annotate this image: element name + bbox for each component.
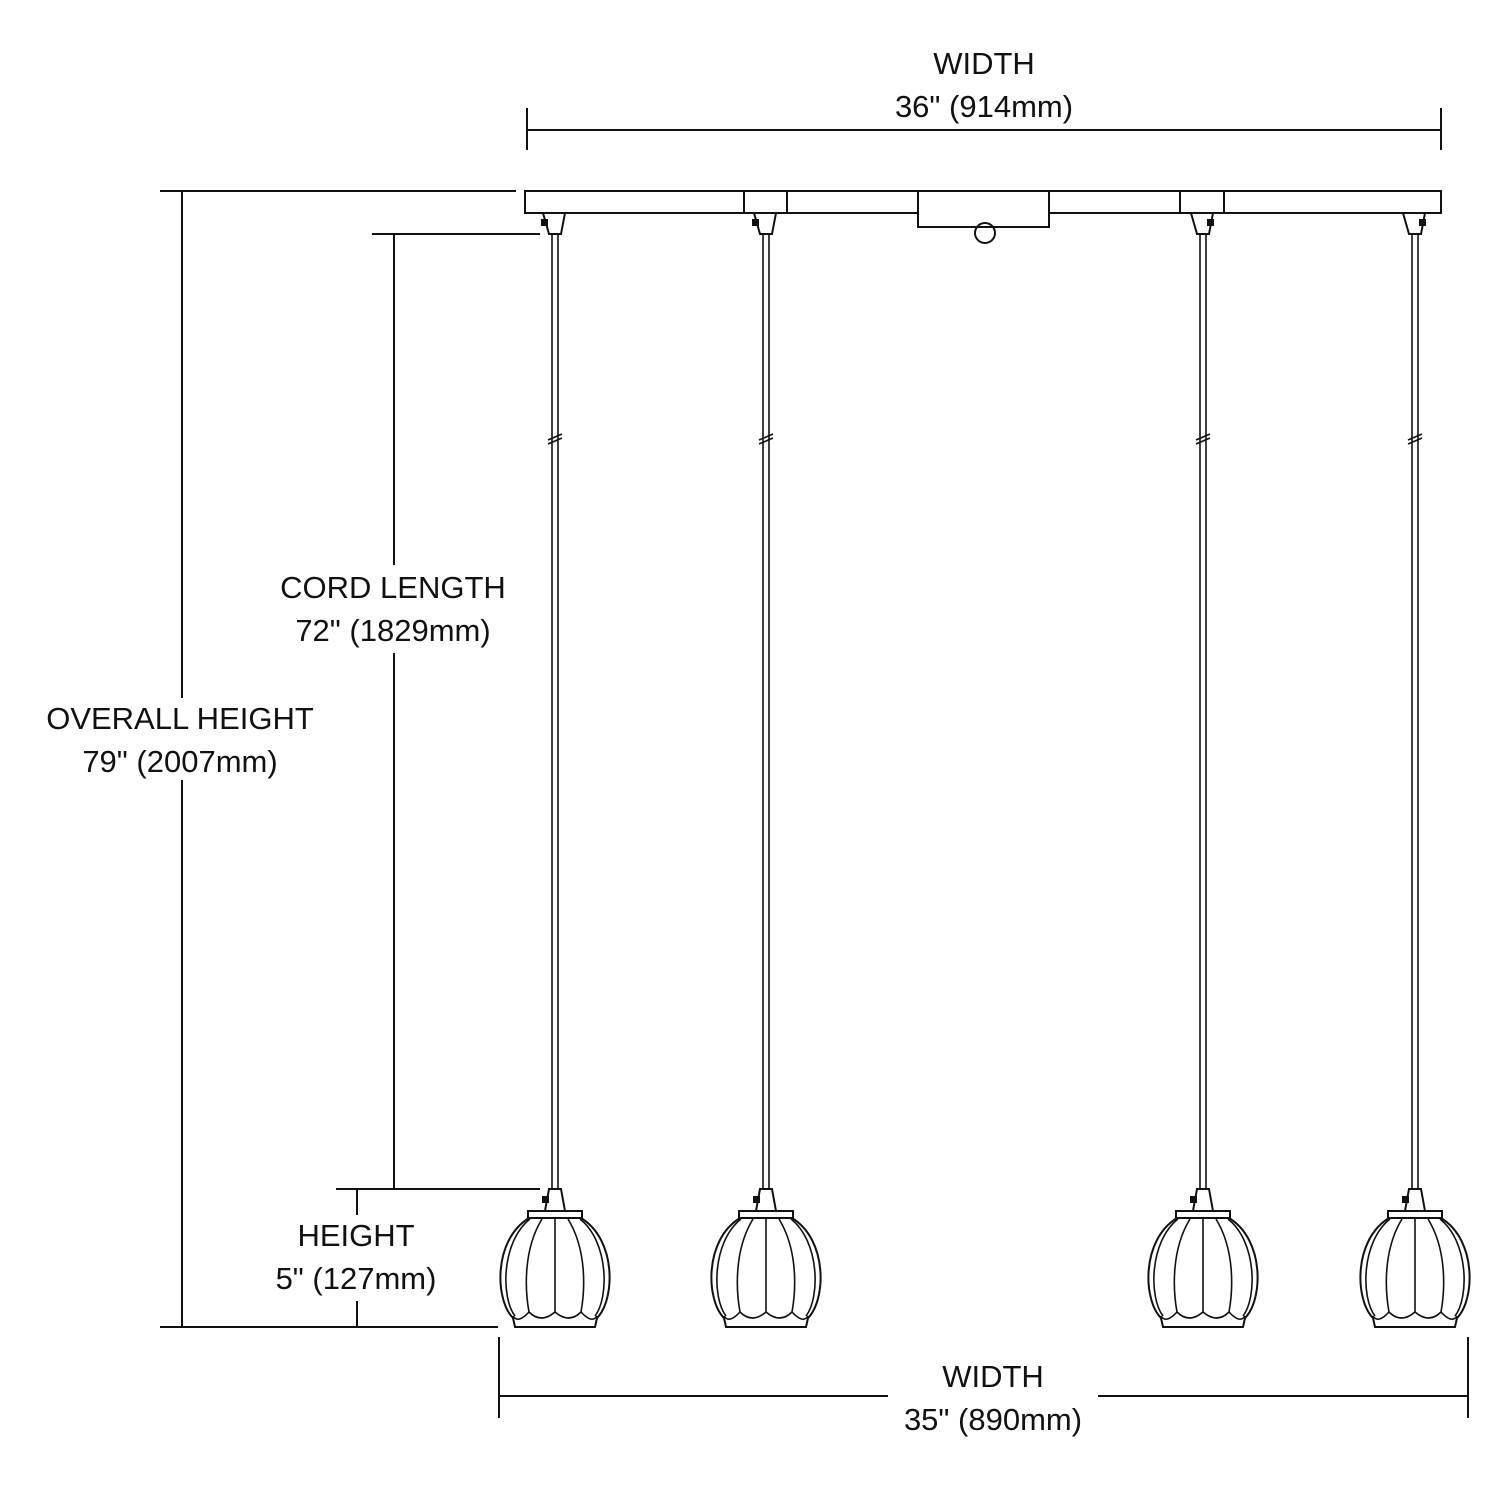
- top-width-label: WIDTH: [933, 46, 1035, 81]
- shade-fitter: [738, 1210, 794, 1219]
- set-screw: [1419, 219, 1426, 226]
- shade-rib: [567, 1218, 585, 1313]
- overall-height-dimension: OVERALL HEIGHT 79" (2007mm): [46, 190, 516, 1328]
- cord-break-mark: [1195, 437, 1211, 445]
- bottom-width-label: WIDTH: [942, 1359, 1044, 1394]
- canopy-mount: [1179, 190, 1225, 214]
- shade-fitter: [527, 1210, 583, 1219]
- cord-socket: [541, 212, 567, 235]
- cord-break-mark: [1195, 433, 1211, 441]
- top-width-value: 36" (914mm): [895, 89, 1073, 124]
- shade-contour: [579, 1218, 605, 1317]
- shade-scallop: [1372, 1310, 1458, 1320]
- bottom-width-value: 35" (890mm): [904, 1402, 1082, 1437]
- shade-contour: [1439, 1218, 1465, 1317]
- set-screw: [1402, 1196, 1409, 1203]
- set-screw: [752, 219, 759, 226]
- cord-break-mark: [547, 437, 563, 445]
- shade-rib: [1173, 1218, 1191, 1313]
- canopy-junction-box: [917, 190, 1050, 228]
- cord-break-mark: [547, 433, 563, 441]
- shade-contour: [1153, 1218, 1179, 1317]
- bottom-width-dimension: WIDTH 35" (890mm): [498, 1337, 1469, 1437]
- canopy-screw-knob: [974, 222, 996, 244]
- canopy-mount: [743, 190, 788, 214]
- cord-break-mark: [1407, 433, 1423, 441]
- shade-contour: [505, 1218, 531, 1317]
- pendant-1: [499, 212, 611, 1328]
- shade-rib: [1215, 1218, 1233, 1313]
- shade-contour: [790, 1218, 816, 1317]
- cord-socket: [1401, 212, 1427, 235]
- shade-rib: [1385, 1218, 1403, 1313]
- cord-break-mark: [758, 437, 774, 445]
- shade-scallop: [512, 1310, 598, 1320]
- cord-socket: [1189, 212, 1215, 235]
- overall-height-label: OVERALL HEIGHT: [46, 701, 314, 736]
- shade-rib: [778, 1218, 796, 1313]
- shade-scallop: [723, 1310, 809, 1320]
- top-width-dimension: WIDTH 36" (914mm): [526, 46, 1442, 150]
- set-screw: [1190, 1196, 1197, 1203]
- pendant-2: [710, 212, 822, 1328]
- cord-socket: [752, 212, 778, 235]
- shade-scallop: [1160, 1310, 1246, 1320]
- cord-break-mark: [758, 433, 774, 441]
- shade-contour: [1365, 1218, 1391, 1317]
- cord-break-mark: [1407, 437, 1423, 445]
- shade-height-label: HEIGHT: [297, 1218, 414, 1253]
- shade-contour: [1227, 1218, 1253, 1317]
- shade-fitter: [1387, 1210, 1443, 1219]
- pendants: [499, 212, 1471, 1328]
- shade-height-dimension: HEIGHT 5" (127mm): [276, 1189, 437, 1327]
- pendant-4: [1359, 212, 1471, 1328]
- overall-height-value: 79" (2007mm): [82, 744, 277, 779]
- cord-length-dimension: CORD LENGTH 72" (1829mm): [280, 233, 540, 1190]
- shade-height-value: 5" (127mm): [276, 1261, 437, 1296]
- shade-fitter: [1175, 1210, 1231, 1219]
- cord-length-value: 72" (1829mm): [295, 613, 490, 648]
- canopy-bar: [524, 190, 1442, 244]
- cord-length-label: CORD LENGTH: [280, 570, 506, 605]
- shade-rib: [525, 1218, 543, 1313]
- pendant-3: [1147, 212, 1259, 1328]
- shade-rib: [736, 1218, 754, 1313]
- set-screw: [541, 219, 548, 226]
- set-screw: [753, 1196, 760, 1203]
- shade-rib: [1427, 1218, 1445, 1313]
- set-screw: [1207, 219, 1214, 226]
- set-screw: [542, 1196, 549, 1203]
- shade-contour: [716, 1218, 742, 1317]
